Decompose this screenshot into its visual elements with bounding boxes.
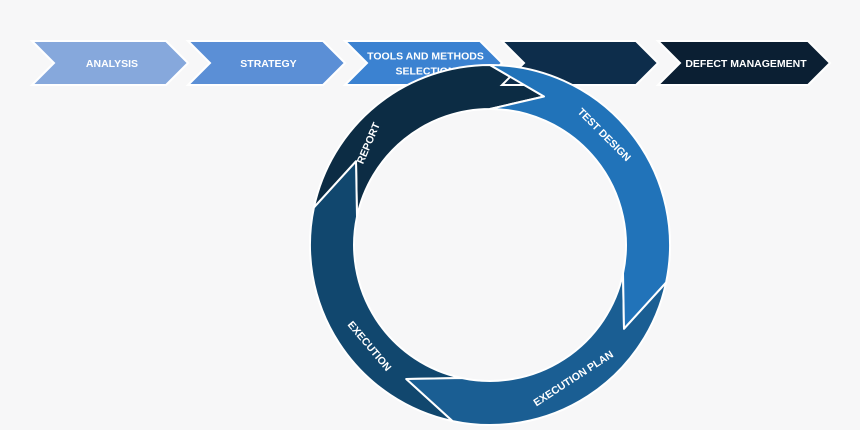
chevron-label: TOOLS AND METHODS xyxy=(367,51,484,63)
cycle-segment-test-design: TEST DESIGN xyxy=(489,64,671,330)
chevron-shape xyxy=(185,40,347,86)
cycle-top-layer: DEFECT MANAGEMENT TEST DESIGN xyxy=(489,40,832,330)
chevron-label: STRATEGY xyxy=(240,58,296,70)
chevron-strategy: STRATEGY xyxy=(185,40,347,86)
chevron-defect-management: DEFECT MANAGEMENT xyxy=(655,40,832,86)
chevron-label: DEFECT MANAGEMENT xyxy=(685,58,807,70)
chevron-analysis: ANALYSIS xyxy=(29,40,190,86)
chevron-shape xyxy=(655,40,832,86)
cycle-arrow-shape xyxy=(405,272,668,426)
chevron-label: ANALYSIS xyxy=(86,58,138,70)
cycle-arrow-shape xyxy=(489,64,671,330)
chevron-shape xyxy=(29,40,190,86)
cycle-arrow-shape xyxy=(309,160,463,423)
